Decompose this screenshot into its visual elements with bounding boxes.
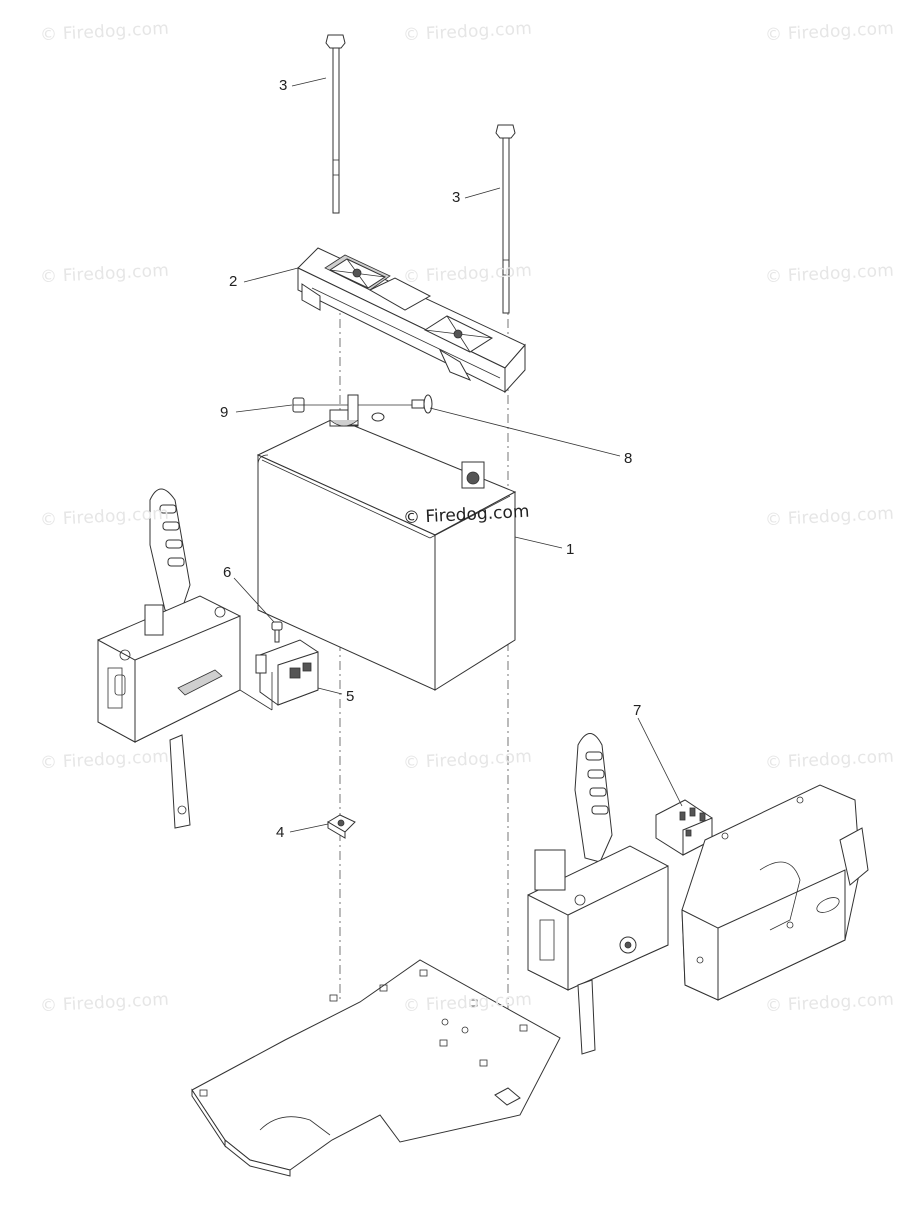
nut-icon <box>292 397 305 413</box>
callout-4: 4 <box>276 824 285 841</box>
mounting-plate-icon <box>191 959 561 1177</box>
leader-line <box>289 823 329 833</box>
battery-icon <box>256 394 517 691</box>
leader-line <box>464 187 501 199</box>
terminal-bolt-icon <box>411 394 433 414</box>
callout-6: 6 <box>223 564 232 581</box>
shift-lever-icon <box>527 733 669 1055</box>
callout-7: 7 <box>633 702 642 719</box>
callout-3: 3 <box>279 77 288 94</box>
bolt-icon <box>325 34 346 214</box>
bracket-icon <box>681 784 869 1001</box>
nut-icon <box>327 814 356 839</box>
leader-line <box>637 717 683 807</box>
callout-9: 9 <box>220 404 229 421</box>
leader-line <box>291 77 327 87</box>
leader-line <box>317 687 343 695</box>
callout-1: 1 <box>566 541 575 558</box>
battery-hold-down-icon <box>297 247 526 394</box>
switch-icon <box>239 639 319 711</box>
bolt-icon <box>495 124 516 314</box>
switch-icon <box>655 799 713 856</box>
leader-line <box>235 404 293 413</box>
screw-icon <box>271 621 283 643</box>
callout-2: 2 <box>229 273 238 290</box>
leader-line <box>514 536 563 549</box>
leader-line <box>243 267 299 283</box>
shift-lever-icon <box>97 488 241 829</box>
callout-3: 3 <box>452 189 461 206</box>
callout-5: 5 <box>346 688 355 705</box>
leader-line <box>429 407 621 457</box>
leader-line <box>233 577 275 623</box>
callout-8: 8 <box>624 450 633 467</box>
